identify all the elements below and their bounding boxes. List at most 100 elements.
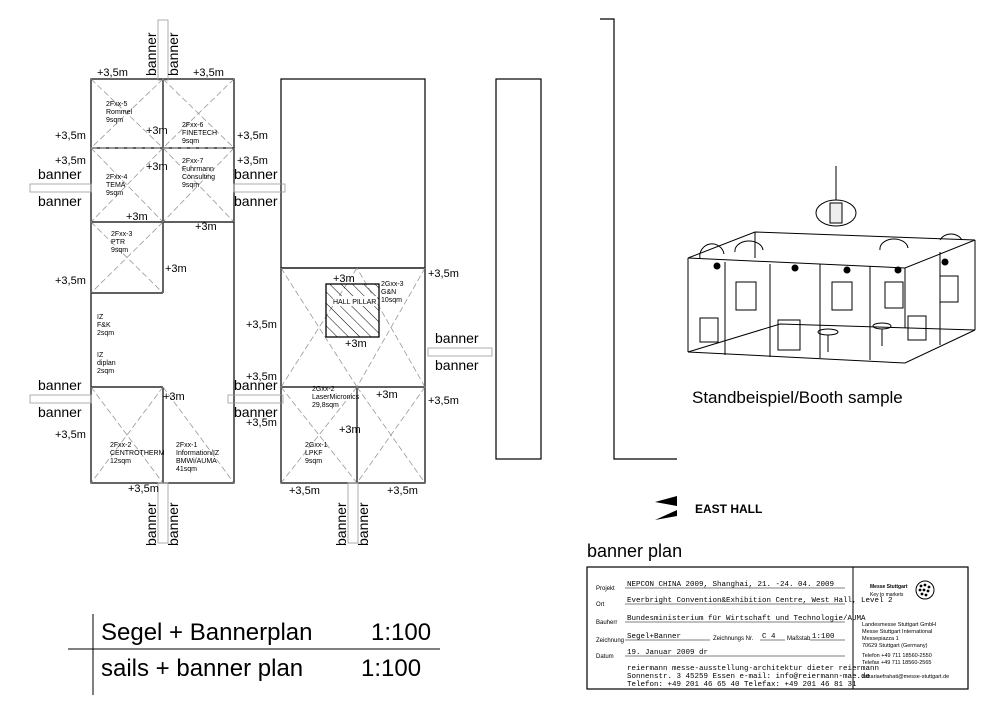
tb-massstab-label: Maßstab: [787, 636, 811, 642]
booth-id: 2Gxx-2: [312, 386, 335, 393]
logo-slogan: Key to markets: [870, 592, 904, 598]
banner-label-lowleft-2: banner: [38, 404, 82, 420]
booth-id: IZ: [97, 314, 104, 321]
banner-label-bottom-1: banner: [143, 502, 159, 546]
tb-phone: Telefon +49 711 18560-2550: [862, 653, 932, 659]
hall-pillar-label: HALL PILLAR: [333, 299, 376, 306]
booth-id: 2Fxx-4: [106, 174, 128, 181]
booth-id: 2Fxx-3: [111, 231, 133, 238]
banner-plan-heading: banner plan: [587, 541, 682, 561]
tb-datum: 19. Januar 2009 dr: [627, 649, 708, 657]
dim-label: +3,5m: [55, 429, 86, 441]
left-booth-block: [90, 78, 235, 484]
tb-company-1: Landesmesse Stuttgart GmbH: [862, 622, 936, 628]
tb-architect-1: reiermann messe-ausstellung-architektur …: [627, 665, 879, 673]
hall-pillar: HALL PILLAR: [325, 283, 380, 338]
booth-size: 9sqm: [182, 138, 199, 145]
tb-zeichnung: Segel+Banner: [627, 633, 681, 641]
booth-company: LaserMicronics: [312, 394, 360, 401]
messe-stuttgart-logo: Messe Stuttgart Key to markets: [870, 580, 935, 600]
booth-size: 2sqm: [97, 368, 114, 375]
tb-email: zakariaefrahati@messe-stuttgart.de: [862, 674, 949, 680]
banner-label-top-2: banner: [165, 32, 181, 76]
banner-label-left-1: banner: [38, 166, 82, 182]
dim-label: +3m: [333, 273, 355, 285]
hall-wall: [600, 18, 677, 460]
tb-ort: Everbright Convention&Exhibition Centre,…: [627, 597, 893, 605]
booth-company: G&N: [381, 289, 396, 296]
banner-label-bottom-4: banner: [355, 502, 371, 546]
tb-company-3: Messepiazza 1: [862, 636, 899, 642]
booth-size: 29,8sqm: [312, 402, 339, 409]
booth-2fxx-1: 2Fxx-1 Information/IZ BMWi/AUMA 41sqm: [176, 442, 220, 473]
tb-bauherr-label: Bauherr: [596, 620, 617, 626]
dim-label: +3,5m: [97, 67, 128, 79]
booth-company: TEMA: [106, 182, 126, 189]
dim-label: +3m: [195, 221, 217, 233]
booth-sample-caption: Standbeispiel/Booth sample: [692, 388, 903, 407]
dim-label: +3m: [146, 125, 168, 137]
middle-booth-block: [280, 78, 426, 484]
booth-size: 9sqm: [111, 247, 128, 254]
booth-company: F&K: [97, 322, 111, 329]
east-hall-label: EAST HALL: [695, 502, 762, 516]
banner-label-bottom-2: banner: [165, 502, 181, 546]
dim-label: +3m: [376, 389, 398, 401]
tb-architect-3: Telefon: +49 201 46 65 40 Telefax: +49 2…: [627, 681, 857, 689]
tb-fax: Telefax +49 711 18560-2565: [862, 660, 931, 666]
plan-title-de: Segel + Bannerplan: [101, 619, 313, 646]
banner-label-bottom-3: banner: [333, 502, 349, 546]
tb-architect-2: Sonnenstr. 3 45259 Essen e-mail: info@re…: [627, 673, 870, 681]
tb-massstab: 1:100: [812, 633, 835, 641]
plan-title-block: Segel + Bannerplan 1:100 sails + banner …: [68, 614, 440, 695]
dim-label: +3,5m: [428, 395, 459, 407]
plan-title-en: sails + banner plan: [101, 655, 303, 682]
booth-company: BMWi/AUMA: [176, 458, 217, 465]
booth-company: PTR: [111, 239, 125, 246]
banner-label-right-2: banner: [435, 357, 479, 373]
dim-label: +3,5m: [55, 275, 86, 287]
booth-id: 2Fxx-2: [110, 442, 132, 449]
banner-label-lowmid-2: banner: [234, 404, 278, 420]
tb-datum-label: Datum: [596, 654, 614, 660]
dim-label: +3,5m: [193, 67, 224, 79]
dim-label: +3,5m: [246, 319, 277, 331]
plan-scale-de: 1:100: [371, 619, 431, 646]
booth-2gxx-2: 2Gxx-2 LaserMicronics 29,8sqm: [312, 386, 360, 409]
iz-diplan: IZ diplan 2sqm: [97, 352, 116, 375]
booth-size: 2sqm: [97, 330, 114, 337]
east-hall-arrow-icon: [655, 496, 677, 520]
dim-label: +3m: [165, 263, 187, 275]
booth-id: 2Fxx-6: [182, 122, 204, 129]
dim-label: +3,5m: [55, 130, 86, 142]
booth-size: 9sqm: [305, 458, 322, 465]
tb-company-4: 70629 Stuttgart (Germany): [862, 643, 928, 649]
banner-label-mid-2: banner: [234, 193, 278, 209]
booth-sample-illustration: [687, 166, 976, 364]
booth-company: FINETECH: [182, 130, 217, 137]
booth-id: 2Gxx-1: [305, 442, 328, 449]
booth-company: LPKF: [305, 450, 323, 457]
dim-label: +3,5m: [128, 483, 159, 495]
booth-id: 2Fxx-1: [176, 442, 198, 449]
tb-projekt-label: Projekt: [596, 586, 615, 592]
tb-projekt: NEPCON CHINA 2009, Shanghai, 21. -24. 04…: [627, 581, 834, 589]
booth-2fxx-5: 2Fxx-5 Rommel 9sqm: [106, 101, 133, 124]
booth-2gxx-1: 2Gxx-1 LPKF 9sqm: [305, 442, 328, 465]
booth-size: 10sqm: [381, 297, 402, 304]
booth-2fxx-2: 2Fxx-2 CENTROTHERM 12sqm: [110, 442, 165, 465]
tb-zeichnung-label: Zeichnung: [596, 638, 624, 644]
tb-company-2: Messe Stuttgart International: [862, 629, 932, 635]
booth-company: Rommel: [106, 109, 133, 116]
banner-label-lowleft-1: banner: [38, 377, 82, 393]
booth-size: 9sqm: [182, 182, 199, 189]
banner-markers: [29, 19, 493, 544]
dim-label: +3m: [339, 424, 361, 436]
booth-2fxx-3: 2Fxx-3 PTR 9sqm: [111, 231, 133, 254]
right-hall-block: [495, 78, 542, 460]
banner-label-top-1: banner: [143, 32, 159, 76]
dim-label: +3,5m: [237, 155, 268, 167]
plan-scale-en: 1:100: [361, 655, 421, 682]
dim-label: +3m: [345, 338, 367, 350]
